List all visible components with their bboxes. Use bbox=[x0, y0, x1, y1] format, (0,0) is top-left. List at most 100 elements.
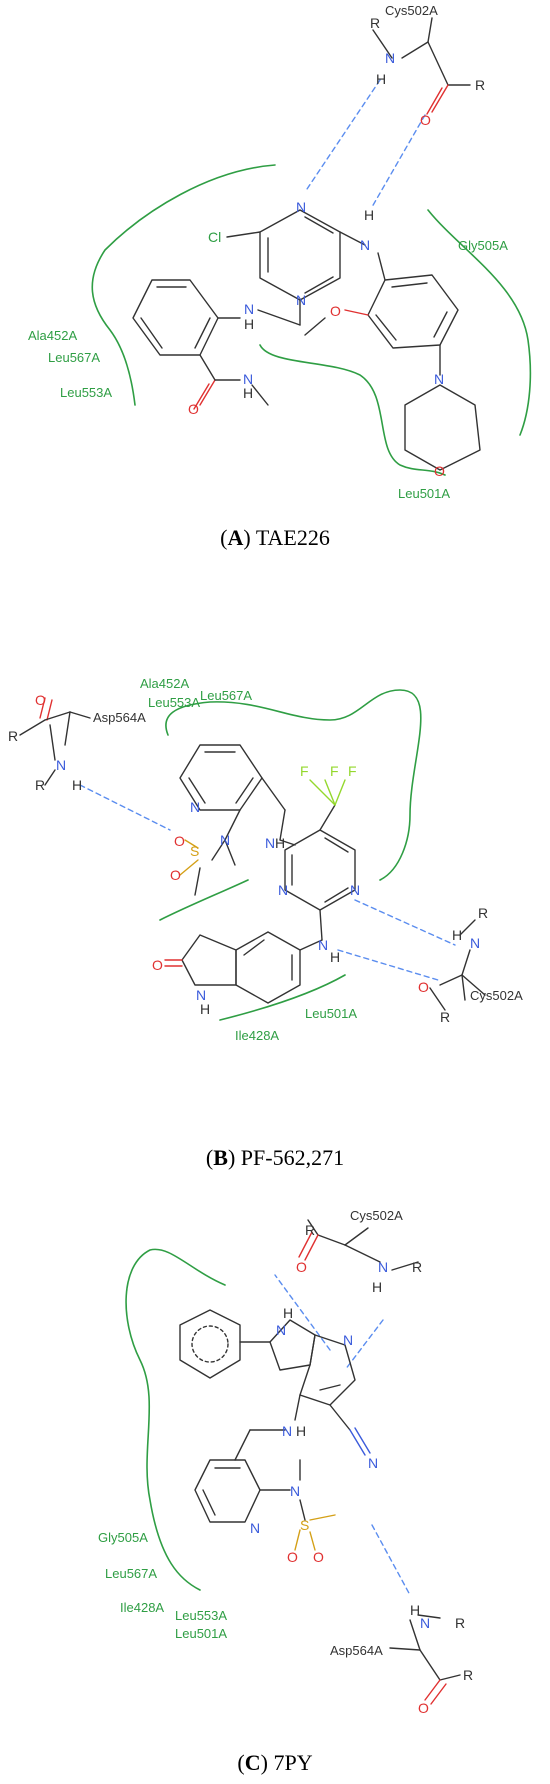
panel-b-labels: O R Asp564A N R H Ala452A Leu553A Leu567… bbox=[8, 676, 523, 1043]
atom-h: H bbox=[410, 1602, 420, 1618]
residue-label-cys502a: Cys502A bbox=[470, 988, 523, 1003]
residue-label-leu501a: Leu501A bbox=[398, 486, 450, 501]
panel-b-diagram bbox=[19, 689, 486, 1021]
atom-n: N bbox=[434, 371, 444, 387]
atom-h: H bbox=[244, 316, 254, 332]
atom-o: O bbox=[152, 957, 163, 973]
atom-o: O bbox=[330, 303, 341, 319]
pyridine-ring bbox=[194, 1459, 261, 1523]
panel-a-diagram bbox=[91, 17, 532, 476]
residue-label-ala452a: Ala452A bbox=[140, 676, 189, 691]
atom-f: F bbox=[348, 763, 357, 779]
cys-backbone bbox=[429, 919, 486, 1011]
anisole-ring bbox=[367, 274, 459, 349]
atom-o: O bbox=[418, 979, 429, 995]
atom-n: N bbox=[282, 1423, 292, 1439]
atom-n: N bbox=[470, 935, 480, 951]
atom-h: H bbox=[243, 385, 253, 401]
panel-a-labels: Cys502A R N H R O N H N Cl N N H O N O N… bbox=[28, 3, 508, 501]
atom-h: H bbox=[364, 207, 374, 223]
residue-label-leu553a: Leu553A bbox=[175, 1608, 227, 1623]
residue-label-cys502a: Cys502A bbox=[350, 1208, 403, 1223]
residue-label-leu553a: Leu553A bbox=[148, 695, 200, 710]
atom-r: R bbox=[8, 728, 18, 744]
atom-n: N bbox=[350, 882, 360, 898]
pocket-contour bbox=[125, 1248, 226, 1591]
pyrimidine-ring bbox=[259, 209, 341, 301]
atom-n: N bbox=[296, 292, 306, 308]
atom-r: R bbox=[35, 777, 45, 793]
panel-b-caption: (B) PF-562,271 bbox=[206, 1145, 344, 1170]
atom-n: N bbox=[276, 1322, 286, 1338]
atom-o: O bbox=[174, 833, 185, 849]
pocket-contour bbox=[159, 689, 422, 1021]
phenyl-ring bbox=[179, 1309, 241, 1379]
atom-r: R bbox=[305, 1222, 315, 1238]
atom-r: R bbox=[478, 905, 488, 921]
atom-o: O bbox=[170, 867, 181, 883]
atom-cl: Cl bbox=[208, 229, 221, 245]
pyrimidine-ring bbox=[284, 829, 356, 911]
residue-label-gly505a: Gly505A bbox=[458, 238, 508, 253]
atom-o: O bbox=[188, 401, 199, 417]
atom-n: N bbox=[368, 1455, 378, 1471]
residue-label-leu501a: Leu501A bbox=[175, 1626, 227, 1641]
atom-r: R bbox=[412, 1259, 422, 1275]
atom-n: N bbox=[244, 301, 254, 317]
atom-n: N bbox=[250, 1520, 260, 1536]
cys-backbone bbox=[372, 17, 471, 115]
atom-o: O bbox=[296, 1259, 307, 1275]
atom-f: F bbox=[330, 763, 339, 779]
atom-s: S bbox=[300, 1517, 309, 1533]
atom-h: H bbox=[330, 949, 340, 965]
atom-h: H bbox=[275, 835, 285, 851]
cys-backbone bbox=[298, 1219, 419, 1271]
oxindole-ring bbox=[181, 931, 301, 1004]
atom-n: N bbox=[296, 199, 306, 215]
atom-n: N bbox=[360, 237, 370, 253]
atom-n: N bbox=[243, 371, 253, 387]
atom-f: F bbox=[300, 763, 309, 779]
residue-label-leu501a: Leu501A bbox=[305, 1006, 357, 1021]
atom-r: R bbox=[463, 1667, 473, 1683]
atom-r: R bbox=[455, 1615, 465, 1631]
panel-c-labels: Cys502A R N H R O H N N N H N N N S O O … bbox=[98, 1208, 473, 1716]
hydrogen-bonds bbox=[79, 784, 456, 981]
atom-o: O bbox=[35, 692, 46, 708]
residue-label-gly505a: Gly505A bbox=[98, 1530, 148, 1545]
residue-label-asp564a: Asp564A bbox=[93, 710, 146, 725]
morpholine-ring bbox=[404, 384, 481, 471]
atom-r: R bbox=[475, 77, 485, 93]
atom-o: O bbox=[418, 1700, 429, 1716]
residue-label-leu567a: Leu567A bbox=[105, 1566, 157, 1581]
atom-s: S bbox=[190, 843, 199, 859]
pocket-contour bbox=[91, 164, 532, 476]
atom-n: N bbox=[343, 1332, 353, 1348]
atom-o: O bbox=[287, 1549, 298, 1565]
atom-h: H bbox=[72, 777, 82, 793]
atom-n: N bbox=[220, 832, 230, 848]
atom-h: H bbox=[372, 1279, 382, 1295]
atom-h: H bbox=[296, 1423, 306, 1439]
panel-c-caption: (C) 7PY bbox=[237, 1750, 312, 1775]
residue-label-leu567a: Leu567A bbox=[200, 688, 252, 703]
atom-n: N bbox=[378, 1259, 388, 1275]
atom-n: N bbox=[190, 799, 200, 815]
atom-h: H bbox=[452, 927, 462, 943]
hydrogen-bonds bbox=[274, 1274, 411, 1596]
hydrogen-bonds bbox=[304, 79, 426, 208]
atom-n: N bbox=[196, 987, 206, 1003]
atom-n: N bbox=[385, 50, 395, 66]
residue-label-cys502a: Cys502A bbox=[385, 3, 438, 18]
asp-backbone bbox=[19, 697, 91, 786]
atom-o: O bbox=[434, 463, 445, 479]
residue-label-ile428a: Ile428A bbox=[120, 1600, 164, 1615]
panel-a-caption: (A) TAE226 bbox=[220, 525, 330, 550]
atom-r: R bbox=[370, 15, 380, 31]
residue-label-ala452a: Ala452A bbox=[28, 328, 77, 343]
atom-n: N bbox=[420, 1615, 430, 1631]
residue-label-leu553a: Leu553A bbox=[60, 385, 112, 400]
atom-h: H bbox=[376, 71, 386, 87]
atom-n: N bbox=[56, 757, 66, 773]
